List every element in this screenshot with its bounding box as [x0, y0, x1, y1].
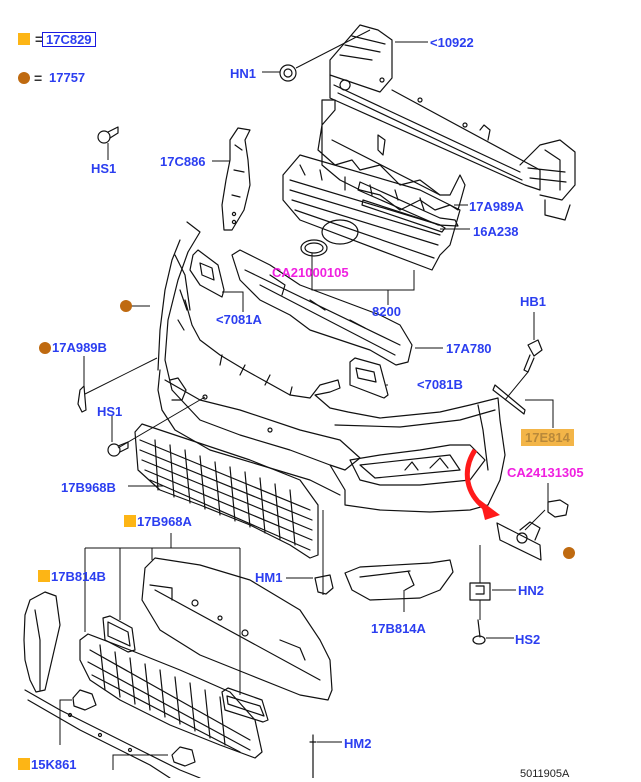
clip-17a989b: [77, 385, 87, 413]
callout-circle-icon-bumper: [120, 300, 132, 312]
label-hs2[interactable]: HS2: [515, 632, 541, 647]
callout-square-icon-17b814b: [38, 570, 50, 582]
legend-equals-2: =: [34, 70, 43, 86]
label-15k861[interactable]: 15K861: [31, 757, 77, 772]
label-17a780[interactable]: 17A780: [446, 341, 492, 356]
legend-part-17c829[interactable]: 17C829: [42, 32, 96, 47]
bolt-hb1: [523, 339, 543, 373]
lower-spoiler: [23, 591, 201, 778]
callout-square-icon-15k861: [18, 758, 30, 770]
label-8200[interactable]: 8200: [372, 304, 401, 319]
sensor-bracket: [496, 521, 542, 561]
legend-part-17757[interactable]: 17757: [49, 70, 86, 85]
legend-equals-1: =: [35, 31, 44, 47]
label-17b968b[interactable]: 17B968B: [61, 480, 116, 495]
legend-circle-icon: [18, 72, 30, 84]
label-hn1[interactable]: HN1: [230, 66, 257, 81]
callout-square-icon-17b968a: [124, 515, 136, 527]
screw-hs1-bottom: [107, 441, 129, 457]
side-deflector: [221, 127, 251, 231]
label-hs1-top[interactable]: HS1: [91, 161, 117, 176]
screw-hs2: [472, 619, 486, 645]
callout-circle-icon-sensor: [563, 547, 575, 559]
label-hm1[interactable]: HM1: [255, 570, 283, 585]
bracket-7081b: [349, 357, 389, 399]
direction-arrow-icon: [464, 448, 500, 520]
legend-square-icon: [18, 33, 30, 45]
lower-absorber: [231, 249, 413, 366]
label-16a238[interactable]: 16A238: [473, 224, 519, 239]
label-hb1[interactable]: HB1: [520, 294, 547, 309]
parking-sensor: [547, 499, 569, 518]
drawing-number: 5011905A: [520, 768, 570, 780]
label-hm2[interactable]: HM2: [344, 736, 372, 751]
bumper-reinforcement-beam: [329, 24, 576, 221]
lower-honeycomb-grille: [79, 633, 263, 759]
grille-emblem: [300, 239, 328, 257]
upper-grille-insert: [134, 423, 319, 559]
radiator-grille: [282, 154, 461, 271]
clip-15k861-a: [72, 689, 97, 711]
label-17e814[interactable]: 17E814: [521, 429, 574, 446]
label-17b814a[interactable]: 17B814A: [371, 621, 426, 636]
clip-15k861-b: [171, 746, 196, 767]
label-10922[interactable]: <10922: [430, 35, 474, 50]
label-17a989b[interactable]: 17A989B: [52, 340, 107, 355]
fog-lamp-bezel-right: [344, 559, 454, 601]
grille-trim-strip: [357, 181, 459, 227]
label-ca24131305[interactable]: CA24131305: [507, 465, 584, 480]
bracket-7081a: [189, 249, 225, 298]
bracket-17e814: [492, 384, 526, 415]
label-hs1-bottom[interactable]: HS1: [97, 404, 123, 419]
clip-hm1: [314, 574, 334, 595]
label-ca21000105[interactable]: CA21000105: [272, 265, 349, 280]
label-hn2[interactable]: HN2: [518, 583, 545, 598]
label-17a989a[interactable]: 17A989A: [469, 199, 524, 214]
label-7081b[interactable]: <7081B: [417, 377, 463, 392]
bumper-cover: [157, 221, 506, 513]
upper-bracket: [317, 99, 466, 211]
label-17c886[interactable]: 17C886: [160, 154, 206, 169]
label-17b968a[interactable]: 17B968A: [137, 514, 192, 529]
nut-hn1: [279, 64, 297, 82]
rivet-hm2: [309, 734, 317, 778]
leader-lines: [59, 29, 554, 770]
nut-hn2: [469, 582, 491, 601]
screw-hs1-top: [97, 126, 119, 144]
lower-grille-panel: [141, 557, 333, 701]
callout-circle-icon-17a989b: [39, 342, 51, 354]
label-17b814b[interactable]: 17B814B: [51, 569, 106, 584]
label-7081a[interactable]: <7081A: [216, 312, 262, 327]
